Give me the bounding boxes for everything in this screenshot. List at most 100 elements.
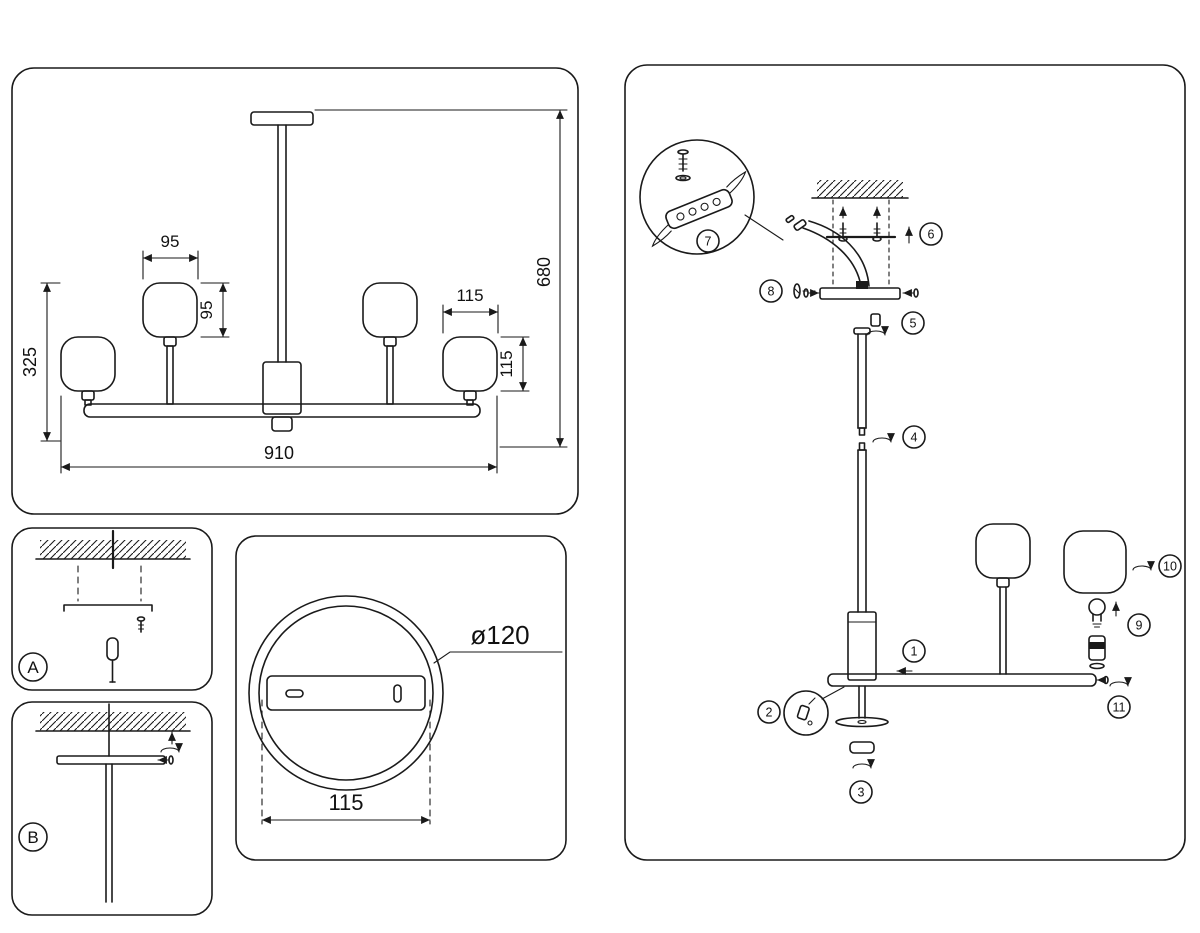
dimension-diameter: ø120 [433, 620, 563, 664]
central-body [847, 611, 877, 681]
arm-bar [827, 673, 1097, 687]
step-callout-8: 8 [759, 279, 783, 303]
arm-end-screw [1096, 675, 1109, 685]
detail-a-badge [18, 652, 48, 682]
terminal-block-icon [651, 170, 747, 248]
panel-border [235, 535, 567, 861]
spare-shade [1063, 530, 1127, 594]
mounting-bar [63, 604, 153, 612]
bottom-finial [271, 416, 293, 432]
panel-border [11, 67, 579, 515]
washer-icon [1089, 662, 1105, 670]
canopy-screw-right [902, 288, 919, 298]
lock-plate [849, 741, 875, 754]
install-detail-b-panel: B [11, 701, 213, 916]
dim-label: ø120 [470, 620, 529, 650]
central-body [262, 361, 302, 415]
strain-relief [856, 281, 868, 289]
rotate-icon [873, 438, 891, 442]
canopy-plate [56, 755, 166, 765]
screwdriver-icon [106, 637, 119, 683]
canopy-screw-left [803, 288, 820, 298]
dim-label: 115 [328, 790, 363, 815]
lamp-shade-4 [442, 336, 498, 406]
dimension-910: 910 [60, 395, 498, 474]
step-number: 2 [766, 706, 773, 720]
rod-lower [857, 442, 867, 613]
step-callout-5: 5 [901, 311, 925, 335]
arm-bar [83, 403, 481, 418]
panel-border [11, 527, 213, 691]
canopy-detail-panel: 115 ø120 [235, 535, 567, 861]
step-callout-10: 10 [1158, 554, 1182, 578]
holder-disc [835, 716, 889, 728]
assembly-panel: 1 2 3 4 5 6 7 8 [624, 64, 1186, 861]
canopy-outer-circle [248, 595, 444, 791]
mounting-plate [266, 675, 426, 711]
dim-label: 680 [534, 257, 554, 287]
screw-icon [136, 616, 146, 633]
dim-label: 115 [456, 286, 483, 305]
ceiling-hatch [40, 712, 186, 731]
rotate-icon [1110, 682, 1128, 686]
canopy-inner-circle [258, 605, 434, 781]
dimension-115-canopy: 115 [261, 790, 431, 824]
detail-b-label: B [27, 828, 38, 847]
dimension-view-panel: 95 95 115 115 325 [11, 67, 579, 515]
dimension-95-height: 95 [197, 282, 230, 338]
dimension-680: 680 [314, 109, 568, 448]
bracket-screw-right [872, 206, 882, 242]
step-callout-11: 11 [1107, 695, 1131, 719]
detail-b-badge [18, 822, 48, 852]
dim-label: 95 [197, 301, 216, 320]
step-number: 4 [911, 431, 918, 445]
step-number: 11 [1113, 701, 1126, 715]
detail-a-label: A [27, 658, 39, 677]
bulb-icon [1088, 598, 1106, 628]
grub-screw-icon [793, 283, 817, 299]
dim-label: 115 [497, 350, 516, 377]
washer-icon [675, 174, 691, 182]
step-number: 3 [858, 786, 865, 800]
dimension-95-width: 95 [142, 232, 199, 280]
rotate-icon [1133, 566, 1151, 570]
slot-vertical [393, 684, 402, 703]
canopy-assembly [803, 281, 919, 300]
step-callout-4: 4 [902, 425, 926, 449]
step-callout-7: 7 [696, 229, 720, 253]
dimension-115-width: 115 [442, 286, 499, 334]
socket-magnifier [783, 686, 845, 736]
supply-wires [785, 214, 870, 287]
panel-border [624, 64, 1186, 861]
step-number: 10 [1163, 560, 1177, 574]
rotate-icon [161, 748, 179, 752]
socket-part [1088, 635, 1106, 670]
dim-label: 325 [20, 347, 40, 377]
dimension-115-height: 115 [497, 336, 530, 392]
side-screw-icon [157, 755, 174, 765]
arm-lamp [975, 523, 1031, 675]
rod-upper [853, 327, 871, 436]
step-callout-2: 2 [757, 700, 781, 724]
dim-label: 95 [161, 232, 180, 251]
shade-holder-stack [835, 685, 889, 768]
magnifier-leader [744, 214, 784, 241]
step-number: 1 [911, 645, 918, 659]
ceiling-cap [250, 111, 314, 126]
chandelier-front-view [60, 111, 498, 432]
step-number: 7 [705, 235, 712, 249]
step-number: 5 [910, 317, 917, 331]
dim-label: 910 [264, 443, 294, 463]
step-callout-3: 3 [849, 780, 873, 804]
lamp-shade-3 [362, 282, 418, 405]
screw-icon [677, 149, 689, 172]
dimension-325: 325 [20, 282, 61, 442]
panel-border [11, 701, 213, 916]
step-number: 6 [928, 228, 935, 242]
step-number: 8 [768, 285, 775, 299]
step-number: 9 [1136, 619, 1143, 633]
step-callout-9: 9 [1127, 613, 1151, 637]
bracket-screw-left [838, 206, 848, 242]
